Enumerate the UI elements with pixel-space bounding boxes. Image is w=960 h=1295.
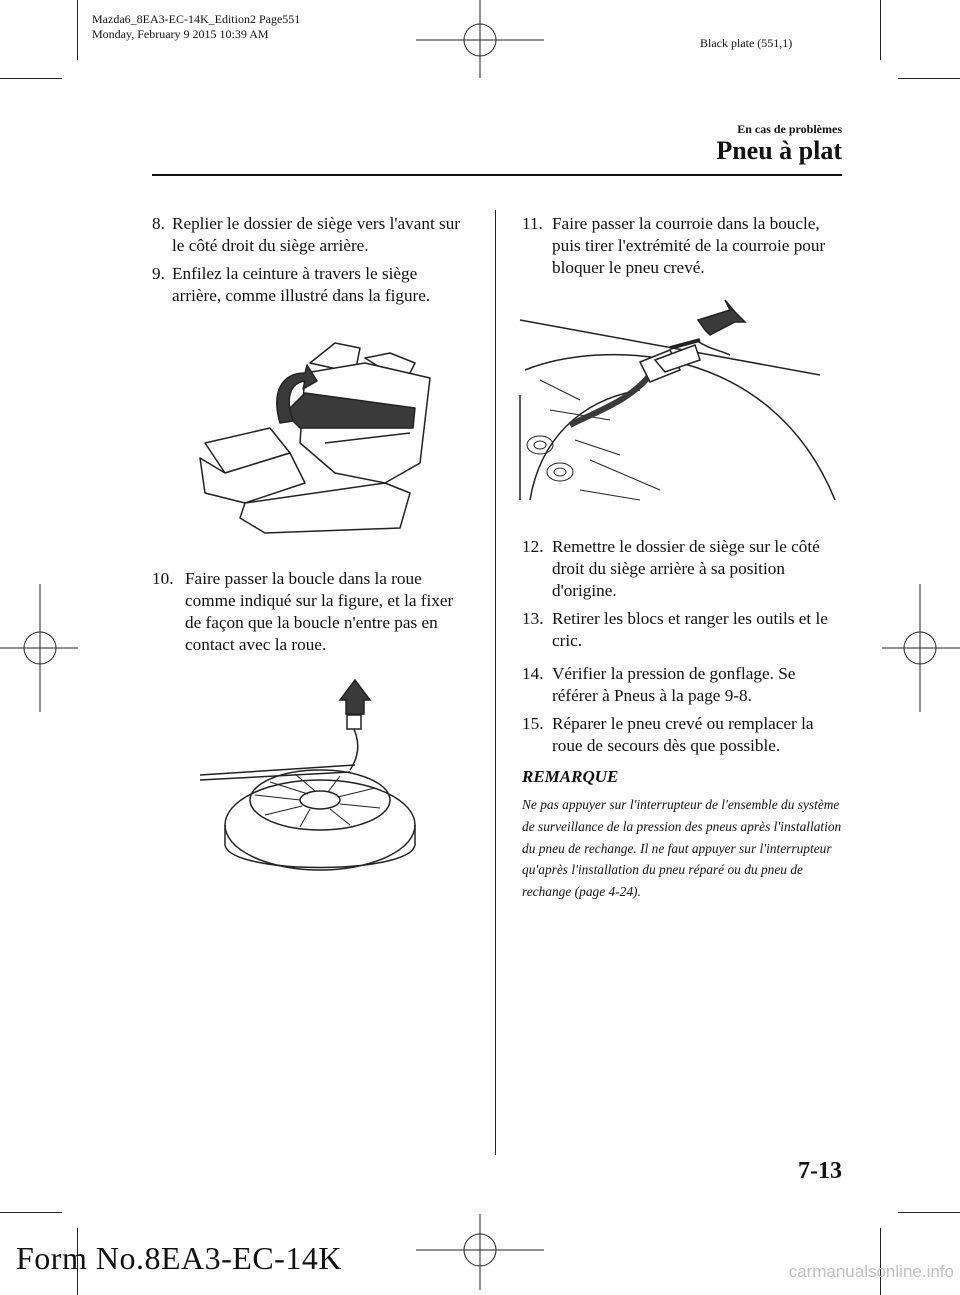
step-number: 15.	[522, 714, 544, 733]
step-text: Remettre le dossier de siège sur le côté…	[552, 537, 820, 600]
slug-line-1: Mazda6_8EA3-EC-14K_Edition2 Page551	[92, 12, 301, 26]
step-15: 15. Réparer le pneu crevé ou remplacer l…	[522, 713, 842, 757]
step-13: 13. Retirer les blocs et ranger les outi…	[522, 608, 842, 652]
step-number: 8.	[152, 214, 165, 233]
chapter-title: Pneu à plat	[716, 136, 842, 165]
watermark: carmanualsonline.info	[788, 1262, 954, 1281]
step-text: Faire passer la courroie dans la boucle,…	[552, 214, 826, 277]
step-number: 13.	[522, 609, 544, 628]
plate-label: Black plate (551,1)	[700, 36, 793, 50]
step-10: 10. Faire passer la boucle dans la roue …	[152, 568, 472, 656]
step-number: 12.	[522, 537, 544, 556]
step-8: 8. Replier le dossier de siège vers l'av…	[152, 213, 472, 257]
page-number: 7-13	[798, 1158, 842, 1184]
section-label: En cas de problèmes	[737, 122, 842, 136]
wheel-buckle-illustration	[199, 678, 416, 871]
rear-seat-belt-illustration	[199, 342, 431, 534]
column-separator	[495, 210, 496, 1155]
step-text: Retirer les blocs et ranger les outils e…	[552, 609, 828, 650]
remark-heading: REMARQUE	[522, 767, 619, 786]
step-11: 11. Faire passer la courroie dans la bou…	[522, 213, 842, 279]
step-text: Vérifier la pression de gonflage. Se réf…	[552, 664, 796, 705]
step-9: 9. Enfilez la ceinture à travers le sièg…	[152, 263, 472, 307]
step-number: 10.	[152, 569, 174, 588]
step-number: 9.	[152, 264, 165, 283]
form-number: Form No.8EA3-EC-14K	[16, 1240, 342, 1276]
remark-body: Ne pas appuyer sur l'interrupteur de l'e…	[522, 797, 842, 900]
slug-header: Mazda6_8EA3-EC-14K_Edition2 Page551 Mond…	[92, 12, 300, 42]
step-12: 12. Remettre le dossier de siège sur le …	[522, 536, 842, 602]
step-14: 14. Vérifier la pression de gonflage. Se…	[522, 663, 842, 707]
step-number: 14.	[522, 664, 544, 683]
step-text: Replier le dossier de siège vers l'avant…	[172, 214, 461, 255]
step-number: 11.	[522, 214, 543, 233]
wheel-strap-illustration	[519, 299, 836, 501]
step-text: Enfilez la ceinture à travers le siège a…	[172, 264, 431, 305]
slug-line-2: Monday, February 9 2015 10:39 AM	[92, 27, 269, 41]
header-rule	[152, 174, 842, 176]
step-text: Réparer le pneu crevé ou remplacer la ro…	[552, 714, 814, 755]
step-text: Faire passer la boucle dans la roue comm…	[185, 569, 454, 654]
